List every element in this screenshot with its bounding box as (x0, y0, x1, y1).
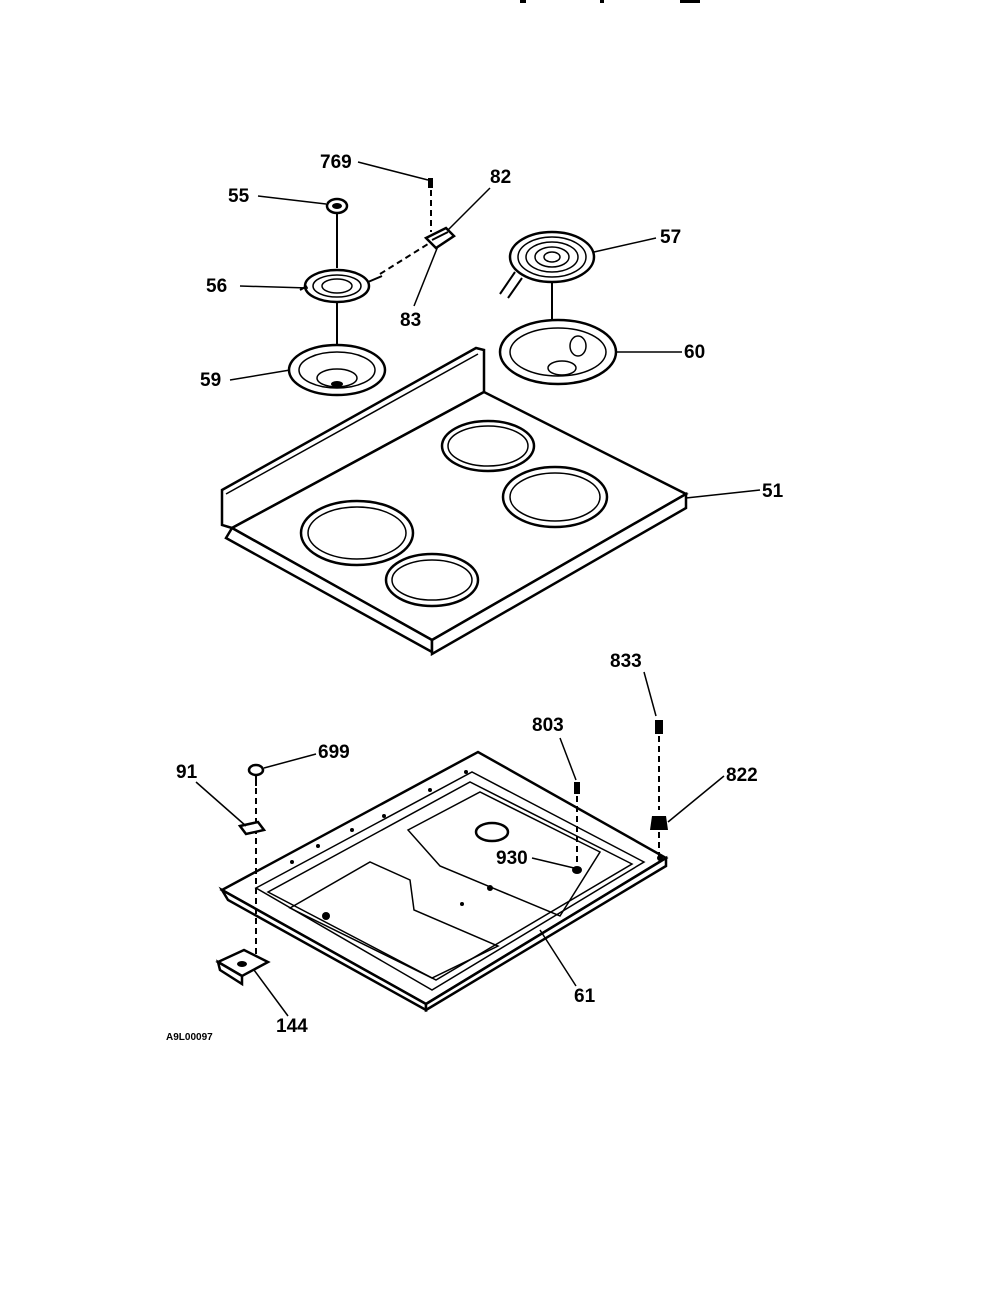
part-56-small-element (299, 268, 383, 348)
label-699: 699 (318, 742, 350, 763)
part-144-bracket (215, 948, 271, 987)
label-55: 55 (228, 186, 250, 207)
label-51: 51 (762, 481, 784, 502)
part-55-cap (325, 197, 349, 268)
part-57-large-element (499, 230, 596, 368)
part-labels: 769 55 82 56 83 57 59 60 51 833 803 699 … (166, 152, 784, 1043)
part-82-receptacle (423, 226, 456, 250)
label-144: 144 (276, 1016, 308, 1037)
leader-lines-bottom (195, 671, 725, 1017)
part-699-screw (247, 763, 265, 960)
part-59-small-drip-pan (287, 343, 387, 397)
label-930: 930 (496, 848, 528, 869)
part-822-clip (650, 816, 668, 856)
top-edge-marks (520, 0, 700, 3)
label-83: 83 (400, 310, 421, 331)
label-803: 803 (532, 715, 564, 736)
part-51-cooktop (220, 346, 689, 657)
part-60-large-drip-pan (498, 318, 618, 386)
part-930-nut (572, 866, 582, 874)
label-61: 61 (574, 986, 596, 1007)
label-822: 822 (726, 765, 758, 786)
label-82: 82 (490, 167, 511, 188)
part-833-screw (655, 720, 663, 810)
leader-lines-top (229, 161, 761, 499)
label-91: 91 (176, 762, 198, 783)
part-803-screw (574, 782, 580, 866)
part-91-clip (237, 820, 267, 836)
label-56: 56 (206, 276, 227, 297)
label-57: 57 (660, 227, 681, 248)
part-769-screw (428, 178, 433, 232)
label-60: 60 (684, 342, 705, 363)
part-61-burner-box (218, 750, 669, 1013)
drawing-code: A9L00097 (166, 1032, 213, 1043)
connector-line-56-82 (379, 243, 429, 275)
label-769: 769 (320, 152, 352, 173)
label-833: 833 (610, 651, 642, 672)
label-59: 59 (200, 370, 221, 391)
